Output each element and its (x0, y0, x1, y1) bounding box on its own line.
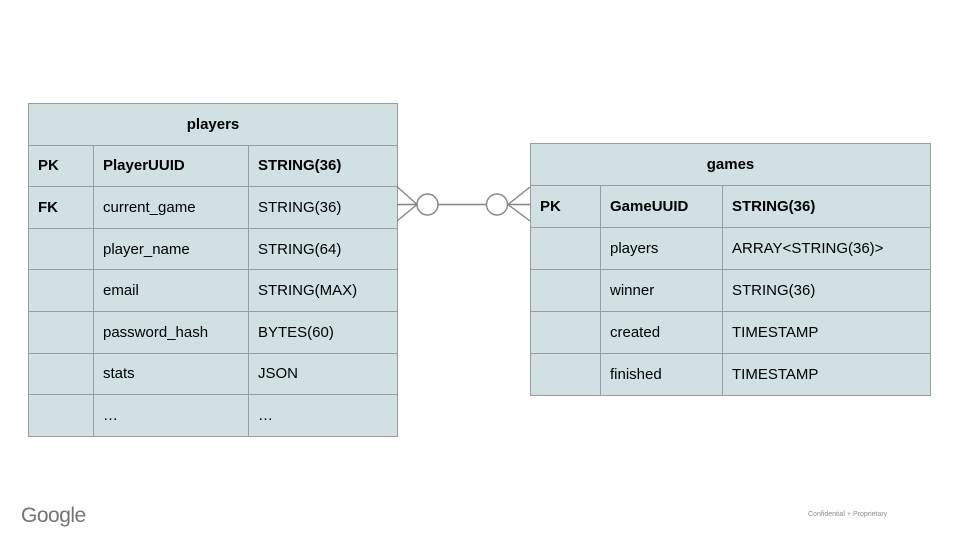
crowsfoot-right-lower-line (507, 203, 531, 222)
cell-key (530, 353, 601, 396)
cell-name: current_game (93, 186, 249, 229)
cell-key (28, 394, 94, 437)
crowsfoot-left-upper-line (396, 185, 418, 206)
cell-key: PK (530, 185, 601, 228)
zero-cardinality-circle-left (416, 193, 439, 216)
cell-key (28, 227, 94, 271)
cell-name: … (93, 394, 249, 437)
table-row: …… (28, 394, 399, 437)
cell-type: STRING(36) (247, 186, 399, 229)
crowsfoot-right-upper-line (507, 186, 531, 206)
relationship-connector (396, 185, 531, 222)
cell-name: PlayerUUID (93, 144, 249, 188)
cell-type: JSON (247, 352, 399, 396)
cell-type: TIMESTAMP (721, 353, 932, 396)
cell-name: password_hash (93, 310, 249, 354)
confidentiality-note: Confidential + Proprietary (808, 511, 888, 518)
cell-type: ARRAY<STRING(36)> (721, 227, 932, 270)
cell-name: player_name (93, 227, 249, 271)
crowsfoot-left-lower-line (396, 203, 418, 222)
cell-name: stats (93, 352, 249, 396)
cell-type: STRING(36) (721, 185, 932, 228)
cell-name: GameUUID (600, 185, 723, 228)
cell-key (28, 310, 94, 354)
games-table-title: games (529, 143, 932, 186)
cell-type: STRING(36) (721, 269, 932, 312)
zero-cardinality-circle-right (485, 193, 509, 216)
cell-type: STRING(64) (247, 227, 399, 271)
cell-key: PK (28, 144, 94, 188)
cell-key (530, 227, 601, 270)
cell-name: finished (600, 353, 723, 396)
cell-key (28, 269, 94, 312)
players-table-title: players (27, 103, 399, 146)
cell-name: created (600, 311, 723, 354)
cell-type: TIMESTAMP (721, 311, 932, 354)
cell-name: players (600, 227, 723, 270)
cell-name: winner (600, 269, 723, 312)
cell-key (530, 311, 601, 354)
cell-type: STRING(MAX) (247, 269, 399, 312)
cell-key (28, 352, 94, 396)
table-header-row: games (529, 143, 932, 186)
cell-type: STRING(36) (247, 144, 399, 188)
cell-key: FK (28, 186, 94, 229)
cell-name: email (93, 269, 249, 312)
cell-type: BYTES(60) (247, 310, 399, 354)
google-logo: Google (21, 504, 86, 527)
table-header-row: players (27, 103, 399, 146)
cell-type: … (247, 394, 399, 437)
cell-key (530, 269, 601, 312)
